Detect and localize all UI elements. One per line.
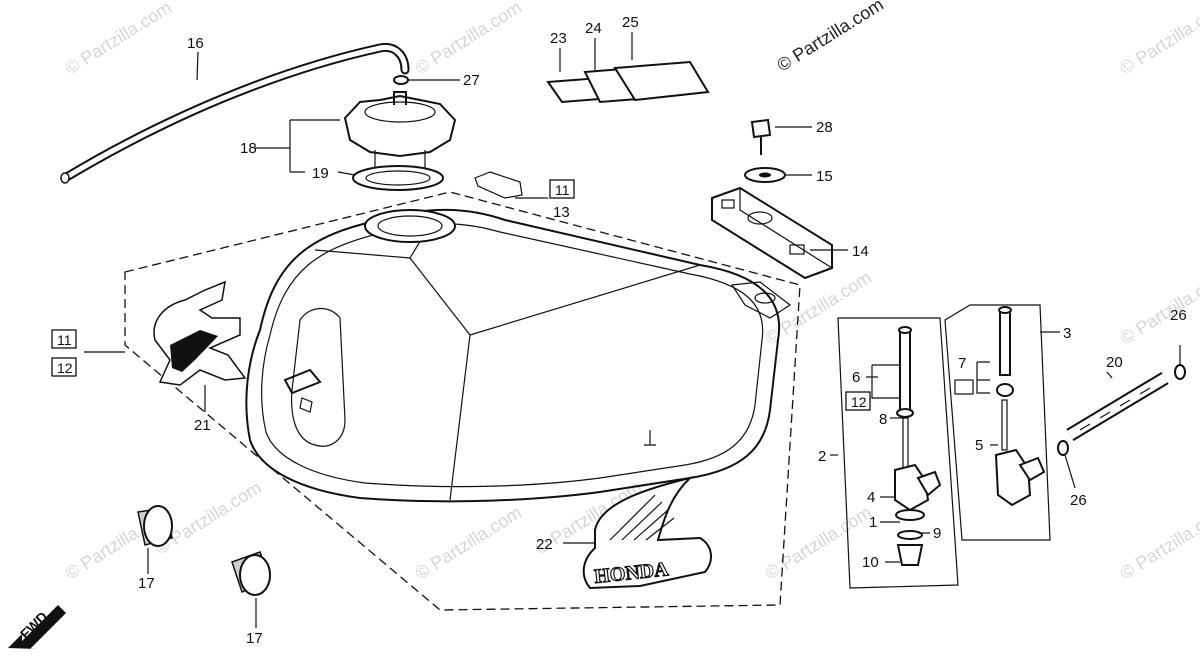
fuel-hose <box>1066 371 1169 442</box>
rubber-bushing <box>137 505 173 547</box>
forward-direction-indicator: FWD <box>8 605 66 649</box>
clip-13 <box>474 171 523 199</box>
callout-3: 3 <box>1063 325 1071 342</box>
watermark-main: © Partzilla.com <box>774 0 887 75</box>
fuel-cock <box>894 326 942 566</box>
fuel-cap <box>343 91 457 174</box>
side-decal <box>153 280 247 386</box>
watermark: © Partzilla.com <box>412 0 525 78</box>
boxed-callout-12: 12 <box>851 394 867 410</box>
mounting-bracket <box>711 186 833 280</box>
callout-25: 25 <box>622 14 639 31</box>
callout-19: 19 <box>312 165 329 182</box>
watermark: © Partzilla.com <box>412 502 525 583</box>
callout-8: 8 <box>879 411 887 428</box>
callout-4: 4 <box>867 489 875 506</box>
callout-20: 20 <box>1106 354 1123 371</box>
callout-26: 26 <box>1070 492 1087 509</box>
callout-17: 17 <box>138 575 155 592</box>
rubber-strips <box>546 60 710 104</box>
fuel-cock-assembly-box <box>944 304 1051 541</box>
callout-numbers: 16 18 19 27 23 24 25 28 15 14 13 21 22 1… <box>138 14 1187 647</box>
callout-18: 18 <box>240 140 257 157</box>
breather-tube <box>60 42 410 184</box>
callout-16: 16 <box>187 35 204 52</box>
callout-1: 1 <box>869 514 877 531</box>
callout-7: 7 <box>958 355 966 372</box>
callout-21: 21 <box>194 417 211 434</box>
callout-17: 17 <box>246 630 263 647</box>
watermark: © Partzilla.com <box>1117 267 1200 348</box>
clip-27 <box>393 75 409 85</box>
callout-28: 28 <box>816 119 833 136</box>
callout-15: 15 <box>816 168 833 185</box>
washer-15 <box>744 167 786 183</box>
callout-27: 27 <box>463 72 480 89</box>
callout-14: 14 <box>852 243 869 260</box>
cap-gasket <box>352 165 444 191</box>
callout-5: 5 <box>975 437 983 454</box>
rubber-bushing <box>231 551 271 596</box>
hose-clip <box>1057 440 1069 456</box>
callout-6: 6 <box>852 369 860 386</box>
callout-22: 22 <box>536 536 553 553</box>
callout-9: 9 <box>933 525 941 542</box>
boxed-callout-11: 11 <box>555 182 570 198</box>
callout-23: 23 <box>550 30 567 47</box>
boxed-callouts: 11 11 12 12 <box>51 179 871 411</box>
honda-wing-emblem: HONDA <box>582 476 712 590</box>
fuel-tank <box>245 208 792 503</box>
watermark: © Partzilla.com <box>1117 0 1200 78</box>
watermark: © Partzilla.com <box>1117 502 1200 583</box>
watermark: © Partzilla.com <box>762 502 875 583</box>
bolt-28 <box>750 118 772 155</box>
callout-24: 24 <box>585 20 602 37</box>
fuel-cock <box>954 306 1046 507</box>
callout-26: 26 <box>1170 307 1187 324</box>
watermark: © Partzilla.com <box>62 0 175 78</box>
fuel-cock-assembly-box <box>837 317 959 589</box>
boxed-callout-11: 11 <box>57 332 72 348</box>
leader-lines <box>84 32 1181 628</box>
hose-clip <box>1174 364 1186 380</box>
callout-10: 10 <box>862 554 879 571</box>
tank-assembly-outline <box>124 191 801 611</box>
callout-2: 2 <box>818 448 826 465</box>
boxed-callout-12: 12 <box>57 360 73 376</box>
callout-13: 13 <box>553 204 570 221</box>
